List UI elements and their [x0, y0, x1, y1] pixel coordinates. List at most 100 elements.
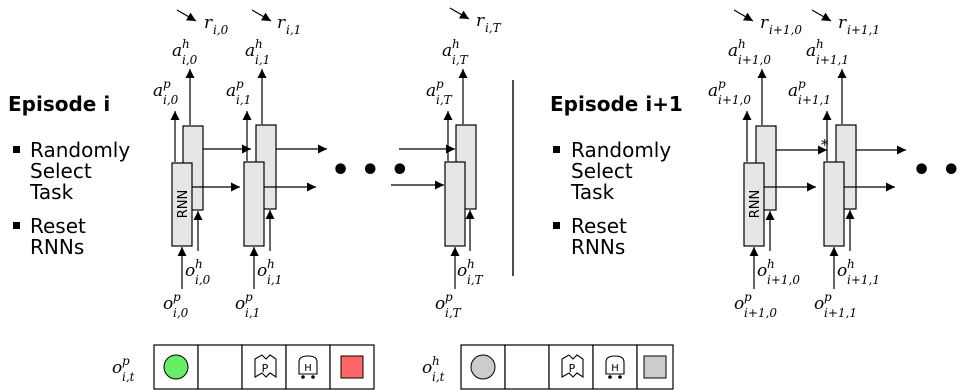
green-circle-icon — [163, 354, 189, 380]
bullet-marker — [553, 222, 560, 229]
svg-text:p: p — [744, 290, 752, 304]
svg-text:h: h — [267, 257, 275, 271]
svg-text:h: h — [255, 37, 263, 51]
svg-text:a: a — [788, 81, 798, 101]
svg-text:h: h — [738, 37, 746, 51]
svg-text:a: a — [226, 81, 236, 101]
bullet-marker — [13, 222, 20, 229]
gray-square-icon — [643, 355, 667, 379]
svg-text:i,0: i,0 — [213, 23, 229, 37]
svg-text:p: p — [798, 77, 806, 91]
svg-text:h: h — [195, 257, 203, 271]
svg-text:i,1: i,1 — [236, 93, 251, 107]
svg-text:p: p — [824, 290, 832, 304]
svg-text:h: h — [467, 257, 475, 271]
svg-text:i+1,0: i+1,0 — [767, 273, 800, 287]
bus-h-icon: H — [298, 355, 318, 379]
svg-text:h: h — [767, 257, 775, 271]
svg-text:h: h — [847, 257, 855, 271]
svg-text:o: o — [112, 358, 122, 378]
svg-text:H: H — [304, 363, 312, 374]
bullet-line: Randomly — [571, 138, 671, 162]
svg-text:p: p — [236, 77, 244, 91]
bullet-line: RNNs — [571, 235, 625, 259]
svg-text:h: h — [432, 354, 440, 368]
svg-text:i,1: i,1 — [245, 306, 260, 320]
bullet-line: Select — [571, 159, 633, 183]
svg-text:i+1,0: i+1,0 — [738, 53, 771, 67]
svg-text:i,T: i,T — [452, 53, 469, 67]
bullet-line: Reset — [571, 214, 627, 238]
svg-text:p: p — [718, 77, 726, 91]
reset-star-mark: * — [821, 136, 829, 154]
svg-text:a: a — [728, 41, 738, 61]
obs-cell — [241, 344, 287, 390]
svg-text:i,t: i,t — [432, 370, 445, 384]
svg-text:a: a — [442, 41, 452, 61]
obs-cell — [504, 344, 550, 390]
svg-text:i+1,1: i+1,1 — [847, 273, 880, 287]
svg-text:o: o — [422, 358, 432, 378]
svg-text:p: p — [445, 290, 453, 304]
svg-text:r: r — [476, 11, 485, 31]
svg-text:h: h — [816, 37, 824, 51]
bullet-line: Select — [30, 159, 92, 183]
svg-text:o: o — [185, 261, 195, 281]
low-level-rnn-cell — [823, 161, 845, 247]
rnn-label: RNN — [748, 190, 763, 218]
svg-text:P: P — [262, 362, 269, 375]
svg-text:i+1,1: i+1,1 — [798, 93, 831, 107]
svg-text:P: P — [569, 362, 576, 375]
svg-text:i,0: i,0 — [163, 93, 179, 107]
bullet-line: Reset — [30, 214, 86, 238]
episode-title: Episode i — [8, 92, 110, 116]
svg-text:p: p — [245, 290, 253, 304]
svg-text:o: o — [457, 261, 467, 281]
svg-text:o: o — [435, 294, 445, 314]
svg-text:a: a — [245, 41, 255, 61]
obs-cell — [285, 344, 331, 390]
svg-text:o: o — [235, 294, 245, 314]
svg-text:i+1,0: i+1,0 — [718, 93, 751, 107]
svg-text:i,0: i,0 — [182, 53, 198, 67]
episode-bullets: Randomly Select Task Reset RNNs — [553, 138, 671, 259]
svg-text:r: r — [277, 13, 286, 33]
ellipsis: • • • — [912, 153, 959, 188]
svg-text:a: a — [172, 41, 182, 61]
gray-circle-icon — [470, 354, 496, 380]
bullet-marker — [13, 146, 20, 153]
low-level-rnn-cell — [444, 161, 466, 247]
svg-text:p: p — [173, 290, 181, 304]
rnn-step-i-0: RNN — [170, 9, 251, 289]
svg-text:r: r — [838, 13, 847, 33]
svg-text:H: H — [611, 363, 619, 374]
bullet-line: Task — [570, 180, 615, 204]
red-square-icon — [340, 355, 364, 379]
svg-text:i+1,1: i+1,1 — [824, 306, 857, 320]
svg-text:i,T: i,T — [445, 306, 462, 320]
svg-text:o: o — [837, 261, 847, 281]
bus-h-icon: H — [605, 355, 625, 379]
svg-text:a: a — [426, 81, 436, 101]
